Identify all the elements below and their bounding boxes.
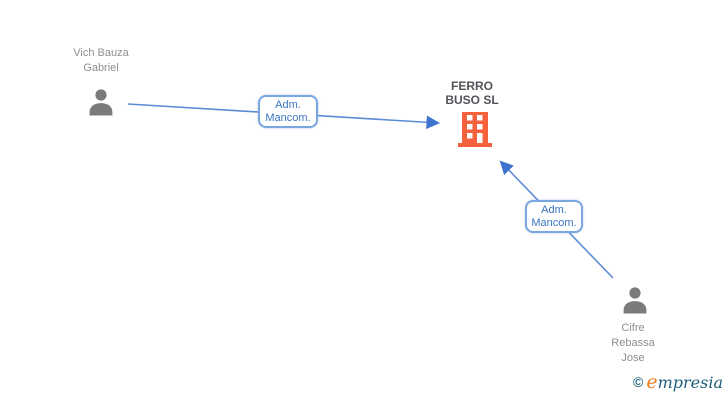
- person-icon: [89, 89, 113, 116]
- person-icon: [623, 287, 647, 314]
- brand-wordmark: empresia: [646, 371, 723, 393]
- building-icon: [458, 112, 492, 147]
- edge-label-text: Adm. Mancom.: [265, 98, 311, 124]
- node-company[interactable]: [456, 110, 494, 148]
- edge-label-adm-mancom-2[interactable]: Adm. Mancom.: [525, 200, 583, 233]
- company-label: FERRO BUSO SL: [445, 79, 499, 107]
- copyright-icon: ©: [633, 374, 644, 390]
- person1-label: Vich Bauza Gabriel: [73, 47, 129, 74]
- edge-label-text: Adm. Mancom.: [531, 203, 577, 229]
- brand-initial: e: [646, 371, 658, 393]
- person2-label: Cifre Rebassa Jose: [611, 322, 655, 364]
- brand-rest: mpresia: [657, 373, 723, 392]
- edge-label-adm-mancom-1[interactable]: Adm. Mancom.: [258, 95, 318, 128]
- empresia-logo[interactable]: © empresia: [633, 371, 723, 393]
- node-person1[interactable]: [87, 88, 115, 116]
- node-person2[interactable]: [621, 286, 649, 314]
